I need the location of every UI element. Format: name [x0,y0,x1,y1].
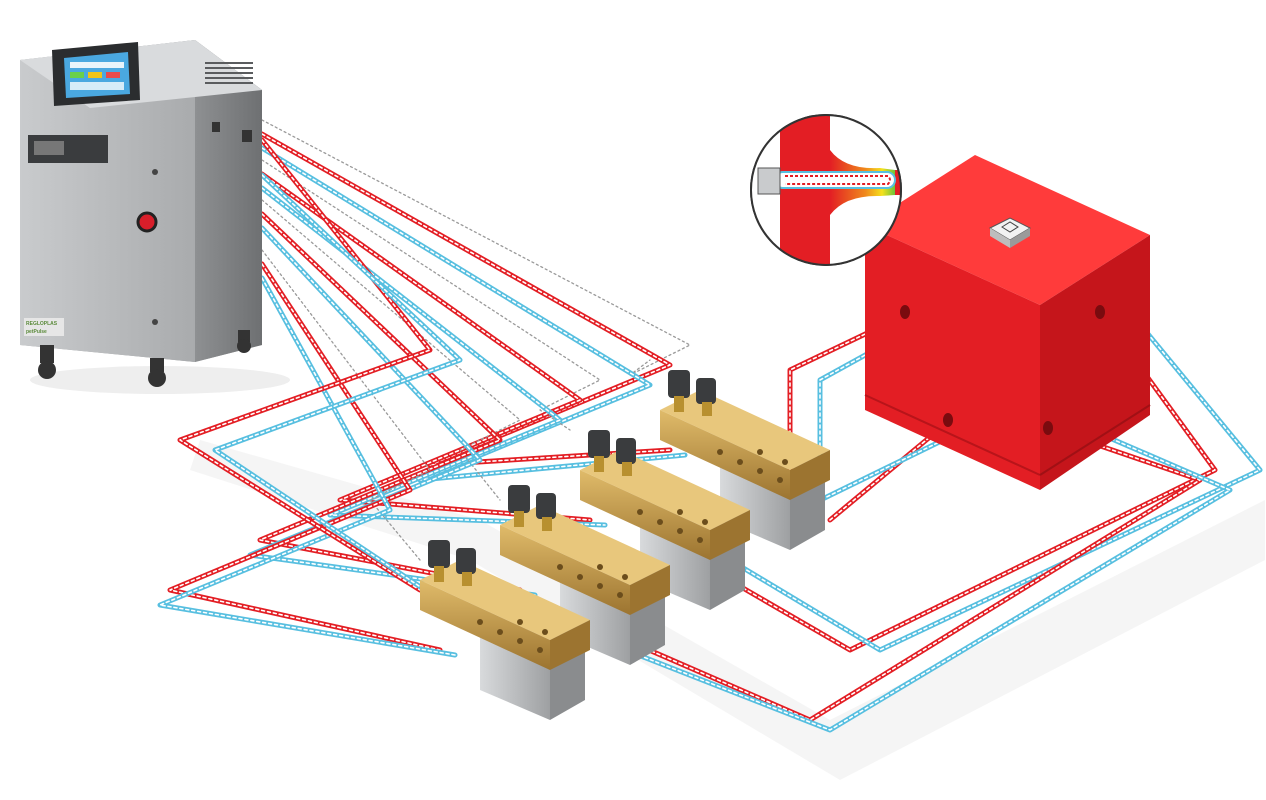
valve-manifold-3 [500,485,670,665]
cold-feed-line-2-flow-marks [261,187,606,526]
signal-line-4 [261,249,431,561]
hot-loop-left-flow-marks [179,139,431,591]
cold-loop-left-flow-marks [214,174,461,601]
mold-channel-heat-inset [750,114,902,266]
hot-feed-line-2-flow-marks [261,173,591,521]
brand-name: REGLOPLAS [26,321,58,327]
cold-feed-line-1-flow-marks [261,147,686,481]
cold-feed-line-1 [259,145,688,483]
vent-grille [205,62,253,84]
hot-feed-line-4-flow-marks [169,263,441,651]
valve-manifolds [420,370,830,720]
cold-feed-line-4-flow-marks [159,277,456,656]
cold-return-port-4-flow-marks [599,419,1231,731]
valve-manifold-4 [420,540,590,720]
hot-feed-line-1-flow-marks [261,133,671,466]
screen-content [70,62,124,90]
mold-ports [900,305,1105,435]
emergency-stop-button[interactable] [136,211,158,233]
brand-label [24,318,64,336]
valve-manifold-2 [580,430,750,610]
temperature-control-unit: REGLOPLAS petPulse [20,40,262,387]
signal-line-1 [261,119,691,376]
signal-line-3 [261,199,521,501]
sensor-icon [988,217,1032,248]
castor-wheels [38,330,251,387]
hot-return-port-4-flow-marks [579,427,1201,721]
mold-block [864,155,1151,490]
hot-return-port-2-flow-marks [659,311,1216,651]
model-name: petPulse [26,329,47,335]
